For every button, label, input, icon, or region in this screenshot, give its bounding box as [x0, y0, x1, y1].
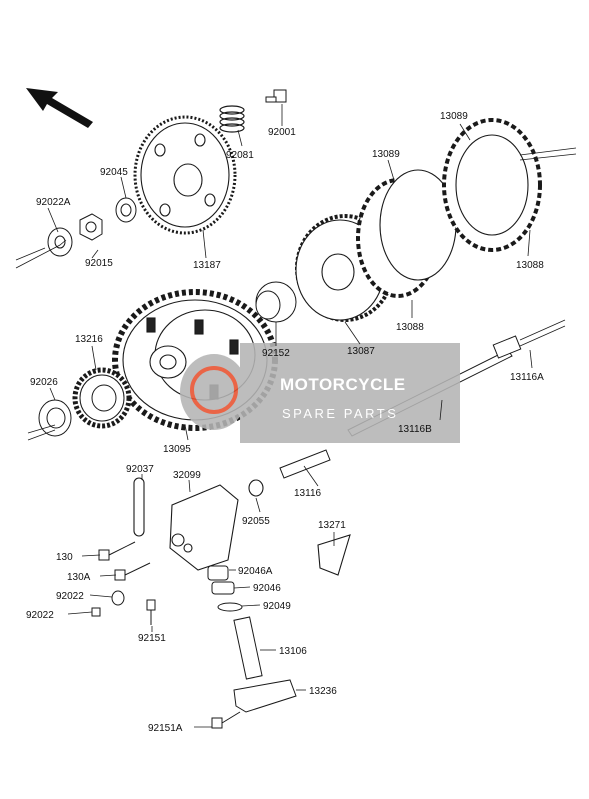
- clutch-spring-drawing: [219, 105, 245, 133]
- collar-drawing: [255, 281, 297, 323]
- part-label-92081: 92081: [226, 150, 254, 161]
- watermark-background: [240, 343, 460, 443]
- leader-lines: [47, 104, 533, 728]
- part-label-92022-b: 92022: [26, 610, 54, 621]
- watermark-title: MOTORCYCLE: [280, 375, 406, 394]
- part-label-13236: 13236: [309, 686, 337, 697]
- part-label-92037: 92037: [126, 464, 154, 475]
- part-label-92046a: 92046A: [238, 566, 273, 577]
- part-label-92045: 92045: [100, 167, 128, 178]
- watermark-logo-badge: [180, 354, 248, 430]
- part-label-13088-b: 13088: [396, 322, 424, 333]
- reference-markers: [15, 147, 577, 441]
- part-label-130: 130: [56, 552, 73, 563]
- thrust-washer-drawing: [38, 399, 72, 437]
- bolts-drawing: [91, 541, 241, 729]
- part-label-130a: 130A: [67, 572, 91, 583]
- part-label-13116a: 13116A: [510, 372, 544, 383]
- pressure-plate-drawing: [133, 115, 237, 235]
- spring-bolt-drawing: [265, 89, 287, 103]
- friction-plates-drawing: [356, 118, 542, 298]
- nut-drawing: [79, 213, 103, 241]
- watermark-gear-icon: [190, 366, 238, 414]
- part-label-92015: 92015: [85, 258, 113, 269]
- part-label-92049: 92049: [263, 601, 291, 612]
- part-labels: 92001 92081 92045 92022A 92015 13187 130…: [26, 111, 544, 734]
- part-label-13095: 13095: [163, 444, 191, 455]
- part-label-13216: 13216: [75, 334, 103, 345]
- front-direction-arrow-icon: [26, 88, 93, 128]
- part-label-13271: 13271: [318, 520, 346, 531]
- part-label-13116b: 13116B: [398, 424, 432, 435]
- drive-gear-drawing: [72, 367, 132, 429]
- part-label-92151a: 92151A: [148, 723, 183, 734]
- washer-drawing: [47, 227, 73, 257]
- part-label-92151: 92151: [138, 633, 166, 644]
- part-label-13089-a: 13089: [372, 149, 400, 160]
- part-label-13116: 13116: [294, 488, 322, 499]
- part-label-92055: 92055: [242, 516, 270, 527]
- part-label-92026: 92026: [30, 377, 58, 388]
- part-label-92001: 92001: [268, 127, 296, 138]
- part-label-13087: 13087: [347, 346, 375, 357]
- watermark: MOTORCYCLE SPARE PARTS: [180, 343, 460, 443]
- part-label-13106: 13106: [279, 646, 307, 657]
- part-label-13088-a: 13088: [516, 260, 544, 271]
- part-label-92022-a: 92022: [56, 591, 84, 602]
- part-label-32099: 32099: [173, 470, 201, 481]
- part-label-92046: 92046: [253, 583, 281, 594]
- release-lever-drawing: [133, 477, 351, 576]
- release-shaft-drawing: [207, 565, 297, 713]
- bearing-drawing: [115, 197, 137, 223]
- watermark-subtitle: SPARE PARTS: [282, 406, 398, 421]
- part-label-92022a: 92022A: [36, 197, 71, 208]
- part-label-92152: 92152: [262, 348, 290, 359]
- part-label-13187: 13187: [193, 260, 221, 271]
- part-label-13089-b: 13089: [440, 111, 468, 122]
